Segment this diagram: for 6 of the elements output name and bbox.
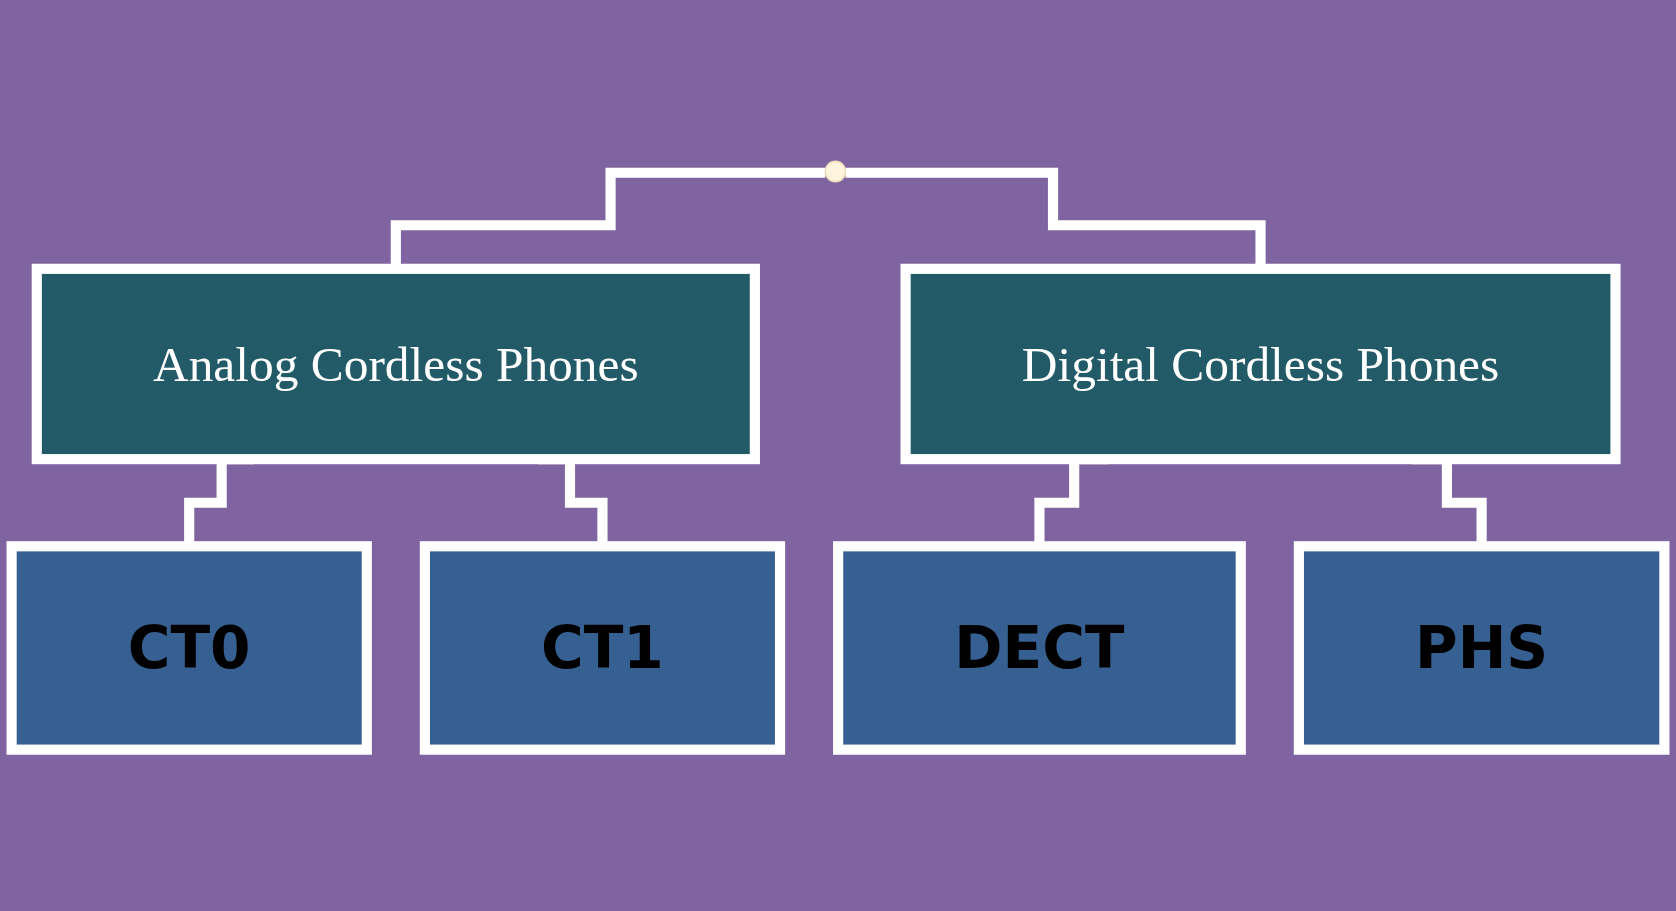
node-box: Analog Cordless Phones [31,263,760,465]
node-box: PHS [1293,541,1670,755]
node-box: CT1 [419,541,786,755]
node-box: Digital Cordless Phones [900,263,1621,465]
node-box: CT0 [6,541,372,755]
node-box: DECT [833,541,1246,755]
